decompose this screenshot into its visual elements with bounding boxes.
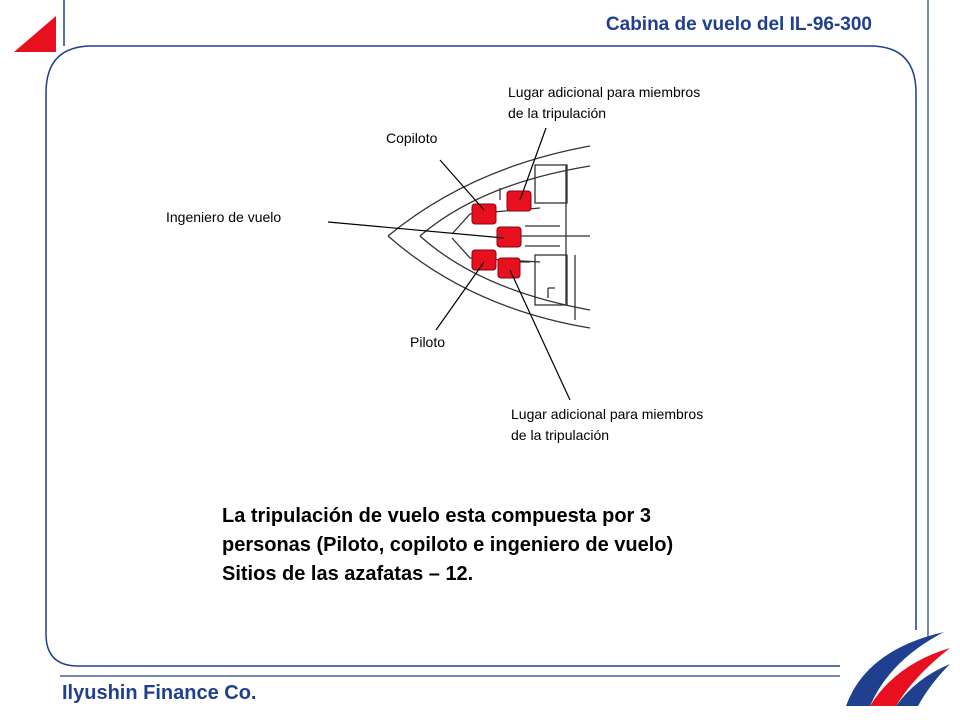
leader-lines <box>327 127 571 401</box>
content-border <box>45 45 917 630</box>
body-line-2: personas (Piloto, copiloto e ingeniero d… <box>222 534 674 556</box>
label-extra-crew-bottom-line2: de la tripulación <box>511 427 610 443</box>
label-extra-crew-bottom-line1: Lugar adicional para miembros <box>511 406 704 422</box>
crew-description: La tripulación de vuelo esta compuesta p… <box>222 502 822 589</box>
seat-flight-engineer <box>496 226 522 248</box>
seat-copilot <box>471 203 497 225</box>
slide-title: Cabina de vuelo del IL-96-300 <box>605 14 872 35</box>
crew-seats <box>471 190 532 279</box>
swoosh-logo <box>846 632 950 706</box>
footer-company: Ilyushin Finance Co. <box>62 682 257 704</box>
seat-extra-top <box>506 190 532 212</box>
seat-pilot <box>471 249 497 271</box>
label-extra-crew-top-line1: Lugar adicional para miembros <box>508 84 701 100</box>
label-copilot: Copiloto <box>386 130 438 146</box>
label-extra-crew-top: Lugar adicional para miembros de la trip… <box>508 82 700 124</box>
body-line-3: Sitios de las azafatas – 12. <box>222 563 474 585</box>
label-pilot: Piloto <box>410 334 446 350</box>
label-extra-crew-bottom: Lugar adicional para miembros de la trip… <box>511 404 703 446</box>
corner-triangle-logo <box>14 16 56 52</box>
label-extra-crew-top-line2: de la tripulación <box>508 105 607 121</box>
label-flight-engineer: Ingeniero de vuelo <box>166 209 282 225</box>
body-line-1: La tripulación de vuelo esta compuesta p… <box>222 505 651 527</box>
seat-extra-bottom <box>497 257 521 279</box>
cockpit-schematic <box>387 145 591 329</box>
